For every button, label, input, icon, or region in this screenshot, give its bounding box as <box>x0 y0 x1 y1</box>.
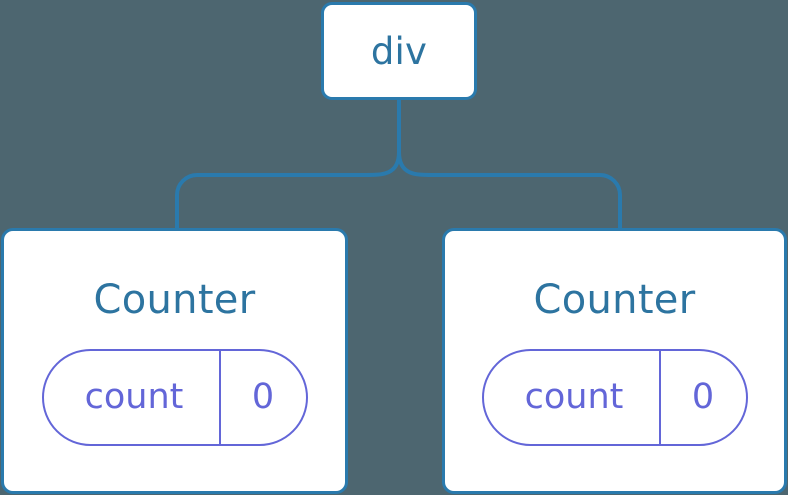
component-title: Counter <box>93 277 256 323</box>
state-divider <box>218 351 221 444</box>
component-card-counter-2[interactable]: Counter count 0 <box>442 228 787 494</box>
state-pill[interactable]: count 0 <box>41 349 308 446</box>
state-value-label: 0 <box>691 377 715 417</box>
component-card-counter-1[interactable]: Counter count 0 <box>1 228 348 494</box>
state-key-label: count <box>84 377 184 417</box>
root-node-div[interactable]: div <box>321 2 477 100</box>
connector-branch-right <box>397 151 622 230</box>
connector-branch-left <box>175 151 401 230</box>
state-divider <box>658 351 661 444</box>
state-value-label: 0 <box>251 377 275 417</box>
state-pill[interactable]: count 0 <box>481 349 748 446</box>
root-node-label: div <box>370 29 428 73</box>
component-title: Counter <box>533 277 696 323</box>
state-key-label: count <box>524 377 624 417</box>
